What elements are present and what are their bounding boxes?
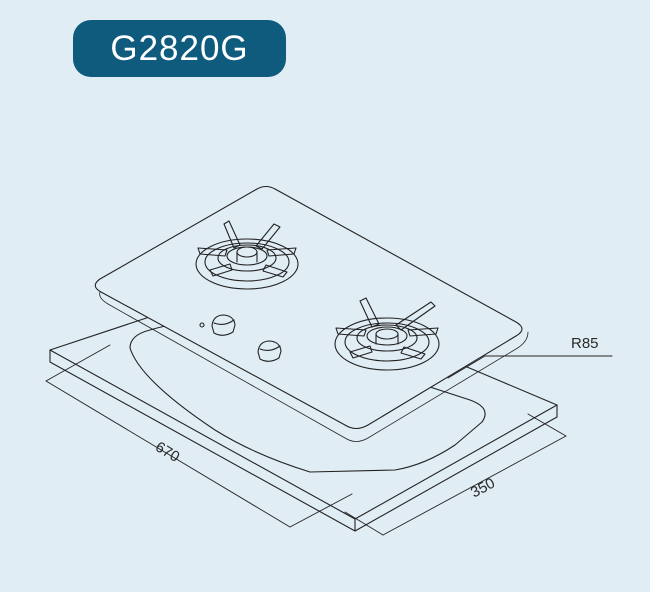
control-knobs [199, 314, 282, 362]
knob-rear [211, 314, 236, 336]
knob-front [257, 340, 282, 362]
dimension-radius-label: R85 [571, 335, 599, 352]
burner-front [334, 297, 440, 371]
model-badge: G2820G [73, 20, 286, 77]
dimension-width-label: 670 [152, 438, 182, 465]
burner-rear [195, 220, 299, 290]
dimension-lines [45, 344, 613, 536]
indicator-dot [199, 322, 205, 328]
glass-top-plate [94, 185, 529, 442]
dimension-depth-label: 350 [468, 475, 498, 502]
model-name: G2820G [110, 28, 249, 68]
